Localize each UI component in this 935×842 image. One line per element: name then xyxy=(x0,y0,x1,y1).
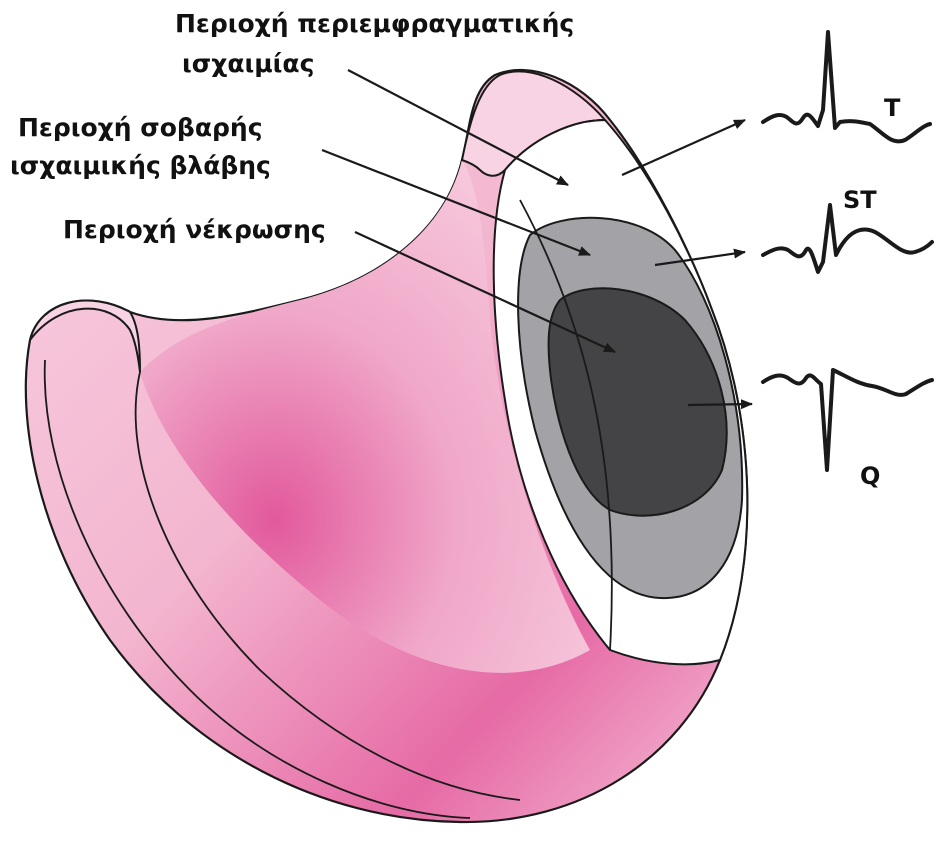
label-q-wave: Q xyxy=(860,462,880,490)
arrow-to-q-trace xyxy=(688,404,752,405)
label-injury-line2: ισχαιμικής βλάβης xyxy=(10,150,271,181)
label-ischemia-line1: Περιοχή περιεμφραγματικής xyxy=(175,8,574,39)
label-t-wave: T xyxy=(884,94,900,122)
label-ischemia-line2: ισχαιμίας xyxy=(182,48,314,79)
ecg-trace-q-wave xyxy=(763,370,932,470)
arrow-to-t-trace xyxy=(622,120,745,175)
label-necrosis: Περιοχή νέκρωσης xyxy=(63,214,326,245)
ecg-traces xyxy=(763,32,932,470)
ecg-trace-st-elevation xyxy=(763,205,932,272)
label-st-segment: ST xyxy=(843,186,877,214)
ecg-trace-t-inversion xyxy=(763,32,930,141)
label-injury-line1: Περιοχή σοβαρής xyxy=(18,112,263,143)
